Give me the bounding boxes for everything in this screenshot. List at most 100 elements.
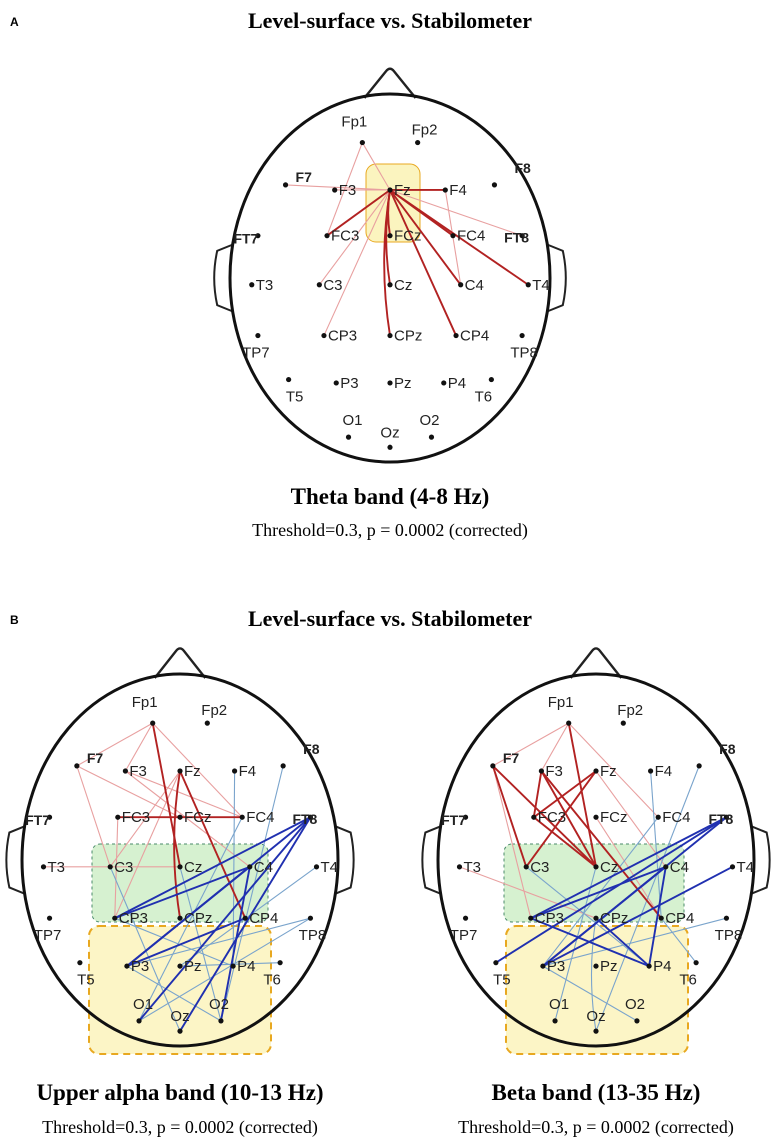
left-ear xyxy=(5,825,25,895)
panel-b-left-subcaption: Threshold=0.3, p = 0.0002 (corrected) xyxy=(42,1117,318,1138)
electrode-F4-dot xyxy=(648,768,654,774)
electrode-Fp1-dot xyxy=(150,720,156,726)
electrode-F4-label: F4 xyxy=(655,763,673,780)
electrode-C4-dot xyxy=(458,282,464,288)
electrode-T3-label: T3 xyxy=(47,859,65,876)
electrode-P3-label: P3 xyxy=(547,958,565,975)
electrode-FCz-dot xyxy=(387,233,393,239)
electrode-FCz-label: FCz xyxy=(184,809,212,826)
electrode-F3-dot xyxy=(538,768,544,774)
electrode-CP3-label: CP3 xyxy=(119,910,148,927)
electrode-FC3-label: FC3 xyxy=(538,809,566,826)
electrode-P3-label: P3 xyxy=(340,375,358,392)
electrode-O1-dot xyxy=(345,434,352,440)
electrode-Pz-label: Pz xyxy=(600,958,618,975)
electrode-Oz-dot xyxy=(177,1028,183,1034)
connection-TP8-P3 xyxy=(126,917,311,967)
electrode-O2-dot xyxy=(634,1018,640,1024)
connection-CPz-Oz xyxy=(590,918,597,1032)
nose xyxy=(153,647,207,679)
connection-FC3-CP3 xyxy=(114,817,119,919)
electrode-TP8-dot xyxy=(307,915,314,921)
electrode-CP3-dot xyxy=(112,915,118,921)
panel-a-letter: A xyxy=(10,15,19,29)
electrode-F8-dot xyxy=(696,763,702,769)
electrode-C3-label: C3 xyxy=(114,859,133,876)
electrode-Cz-dot xyxy=(593,864,599,870)
connection-Cz-O2 xyxy=(179,866,222,1021)
electrode-Fp1-dot xyxy=(566,720,572,726)
connection-Fp1-F3 xyxy=(124,722,154,772)
electrode-F7-dot xyxy=(490,763,496,769)
frontal-highlight-box xyxy=(365,163,421,243)
electrode-Pz-dot xyxy=(387,380,393,386)
panel-a-title: Level-surface vs. Stabilometer xyxy=(248,8,532,33)
electrode-TP8-dot xyxy=(519,332,525,339)
electrode-CP4-dot xyxy=(242,915,248,921)
connection-CP4-P3 xyxy=(126,917,246,967)
electrode-TP7-label: TP7 xyxy=(34,927,62,944)
electrode-F8-dot xyxy=(491,182,498,188)
head-outline xyxy=(228,92,552,464)
electrode-T6-label: T6 xyxy=(475,389,493,406)
connection-Fz-C3 xyxy=(318,189,391,286)
panel-a-subcaption: Threshold=0.3, p = 0.0002 (corrected) xyxy=(252,520,528,541)
electrode-Pz-dot xyxy=(177,963,183,969)
electrode-Oz-dot xyxy=(387,444,393,450)
electrode-T5-label: T5 xyxy=(493,972,511,989)
head-outline xyxy=(20,672,340,1048)
right-ear xyxy=(751,825,771,895)
electrode-O2-label: O2 xyxy=(625,996,645,1013)
electrode-Fz-dot xyxy=(387,187,393,193)
electrode-CP3-dot xyxy=(321,332,327,339)
electrode-FCz-dot xyxy=(593,814,599,820)
electrode-F7-dot xyxy=(282,182,289,188)
electrode-Fz-dot xyxy=(593,768,599,774)
electrode-Fp2-dot xyxy=(620,720,626,726)
connection-F3-CP4 xyxy=(540,770,662,919)
electrode-Cz-dot xyxy=(387,282,393,288)
connection-Fp1-Cz xyxy=(151,722,181,868)
electrode-CP3-dot xyxy=(528,915,534,921)
electrode-C3-dot xyxy=(107,864,113,870)
electrode-FT7-label: FT7 xyxy=(233,231,258,247)
electrode-FT7-dot xyxy=(462,814,469,820)
electrode-T6-label: T6 xyxy=(679,972,697,989)
electrode-P4-label: P4 xyxy=(448,375,466,392)
connection-F4-CP4 xyxy=(650,770,662,919)
connection-Fz-T4 xyxy=(389,189,529,286)
electrode-T6-dot xyxy=(488,376,494,383)
electrode-Oz-label: Oz xyxy=(170,1008,189,1025)
right-ear xyxy=(547,243,567,313)
connection-P3-O2 xyxy=(126,965,222,1022)
electrode-FT8-dot xyxy=(519,233,525,239)
electrode-TP7-dot xyxy=(255,332,261,339)
connection-FT8-T5 xyxy=(495,816,727,964)
electrode-Fp1-label: Fp1 xyxy=(548,694,574,711)
electrode-Pz-label: Pz xyxy=(184,958,202,975)
electrode-C3-label: C3 xyxy=(323,277,342,294)
electrode-FC4-dot xyxy=(239,814,245,820)
connection-FC4-O1 xyxy=(138,816,243,1022)
electrode-Pz-dot xyxy=(593,963,599,969)
electrode-Oz-label: Oz xyxy=(586,1008,605,1025)
connection-Fz-C3 xyxy=(525,770,597,868)
electrode-FT7-dot xyxy=(255,233,261,239)
connection-F8-Oz xyxy=(595,765,700,1032)
electrode-T6-dot xyxy=(277,960,283,966)
connection-Fz-CP3 xyxy=(114,770,181,919)
electrode-CPz-label: CPz xyxy=(394,328,422,345)
electrode-P4-dot xyxy=(646,963,652,969)
connection-TP8-O1 xyxy=(138,917,311,1022)
electrode-Fz-dot xyxy=(177,768,183,774)
connection-C4-CP3 xyxy=(530,865,667,920)
connection-T4-Pz xyxy=(179,866,317,967)
electrode-TP8-dot xyxy=(723,915,730,921)
electrode-CP4-label: CP4 xyxy=(249,910,278,927)
connection-Fp1-F7 xyxy=(492,722,569,767)
electrode-Fp2-dot xyxy=(204,720,210,726)
electrode-Fp1-dot xyxy=(359,139,365,146)
connection-F3-FC4 xyxy=(125,770,243,818)
electrode-F8-label: F8 xyxy=(303,741,320,757)
